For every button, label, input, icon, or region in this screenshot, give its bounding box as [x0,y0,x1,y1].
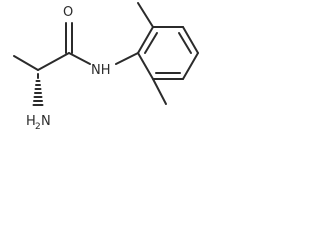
bond-alpha-carbonyl [37,52,70,71]
bond-alpha-methyl [13,55,39,71]
amide-nitrogen-label: NH [91,63,111,78]
ring-bond-6 [137,52,154,80]
bond-carbonyl-nitrogen [68,52,91,65]
amine-hydrogen-count: 2 [35,122,41,132]
chemical-structure-diagram: O NH H 2 N [13,2,199,132]
hashed-wedge-bond-amine [32,73,44,106]
ring-bond-1 [137,26,154,54]
amine-hydrogen-label: H [26,114,36,129]
bond-ring-methyl-top [137,2,154,28]
amine-nitrogen-label: N [41,114,51,129]
amine-group-label: H 2 N [26,114,51,132]
oxygen-label: O [63,5,73,20]
ring-bond-1-inner [144,32,158,54]
bond-ring-methyl-bottom [152,78,167,105]
bond-nitrogen-ring [115,52,139,65]
ring-bond-3-inner [178,32,192,54]
ring-bond-4 [182,52,199,80]
ring-bond-3 [182,26,199,54]
